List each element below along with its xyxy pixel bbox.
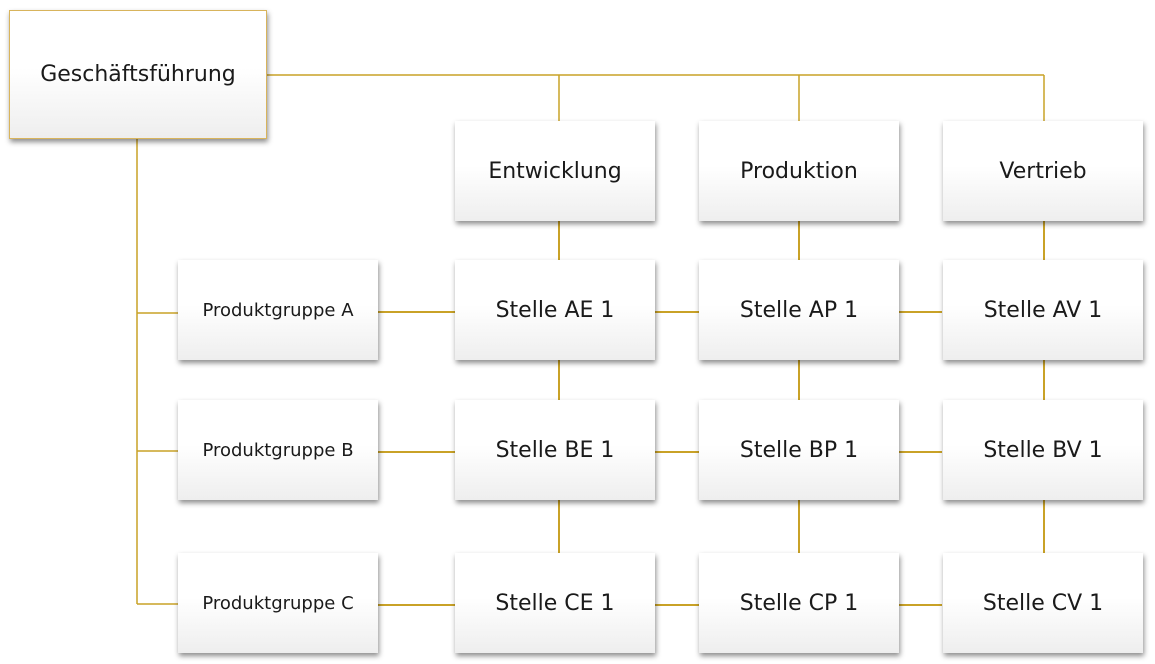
cell-label: Stelle BV 1 bbox=[983, 437, 1103, 463]
cell-label: Stelle BE 1 bbox=[495, 437, 615, 463]
cell-label: Stelle CE 1 bbox=[495, 590, 615, 616]
column-box-vertrieb: Vertrieb bbox=[943, 121, 1143, 221]
cell-label: Stelle CP 1 bbox=[739, 590, 859, 616]
cell-box-stelle-bp-1: Stelle BP 1 bbox=[699, 400, 899, 500]
cell-box-stelle-ae-1: Stelle AE 1 bbox=[455, 260, 655, 360]
cell-label: Stelle AV 1 bbox=[983, 297, 1103, 323]
root-label: Geschäftsführung bbox=[40, 62, 236, 87]
column-label: Vertrieb bbox=[999, 158, 1087, 184]
cell-box-stelle-bv-1: Stelle BV 1 bbox=[943, 400, 1143, 500]
column-label: Produktion bbox=[740, 158, 858, 184]
row-label: Produktgruppe B bbox=[202, 439, 354, 461]
cell-box-stelle-ap-1: Stelle AP 1 bbox=[699, 260, 899, 360]
cell-label: Stelle BP 1 bbox=[739, 437, 859, 463]
column-box-entwicklung: Entwicklung bbox=[455, 121, 655, 221]
column-box-produktion: Produktion bbox=[699, 121, 899, 221]
cell-box-stelle-cp-1: Stelle CP 1 bbox=[699, 553, 899, 653]
cell-label: Stelle AE 1 bbox=[495, 297, 615, 323]
cell-box-stelle-ce-1: Stelle CE 1 bbox=[455, 553, 655, 653]
cell-label: Stelle AP 1 bbox=[739, 297, 859, 323]
row-box-produktgruppe-a: Produktgruppe A bbox=[178, 260, 378, 360]
row-label: Produktgruppe C bbox=[202, 592, 354, 614]
column-label: Entwicklung bbox=[488, 158, 622, 184]
row-box-produktgruppe-b: Produktgruppe B bbox=[178, 400, 378, 500]
cell-box-stelle-cv-1: Stelle CV 1 bbox=[943, 553, 1143, 653]
row-label: Produktgruppe A bbox=[202, 299, 354, 321]
row-box-produktgruppe-c: Produktgruppe C bbox=[178, 553, 378, 653]
root-box-geschaeftsfuehrung: Geschäftsführung bbox=[9, 10, 267, 139]
cell-label: Stelle CV 1 bbox=[982, 590, 1104, 616]
cell-box-stelle-be-1: Stelle BE 1 bbox=[455, 400, 655, 500]
cell-box-stelle-av-1: Stelle AV 1 bbox=[943, 260, 1143, 360]
